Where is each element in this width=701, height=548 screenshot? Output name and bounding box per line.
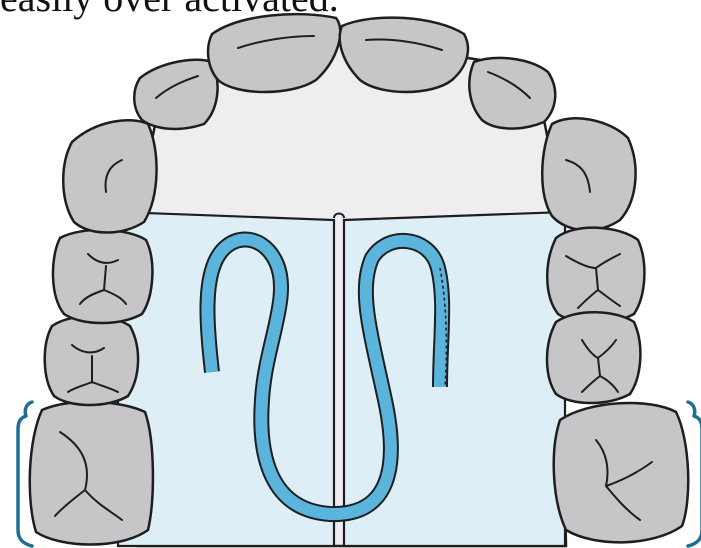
tooth-right-canine bbox=[542, 118, 635, 230]
tooth-left-molar-1 bbox=[30, 402, 153, 545]
tooth-right-premolar-2 bbox=[547, 312, 640, 403]
tooth-right-molar-1 bbox=[554, 403, 689, 542]
tooth-left-premolar-1 bbox=[53, 230, 152, 323]
tooth-left-lateral-incisor bbox=[134, 60, 217, 129]
tooth-left-canine bbox=[63, 120, 156, 232]
tooth-right-lateral-incisor bbox=[469, 58, 555, 129]
bracket-right bbox=[688, 402, 701, 546]
